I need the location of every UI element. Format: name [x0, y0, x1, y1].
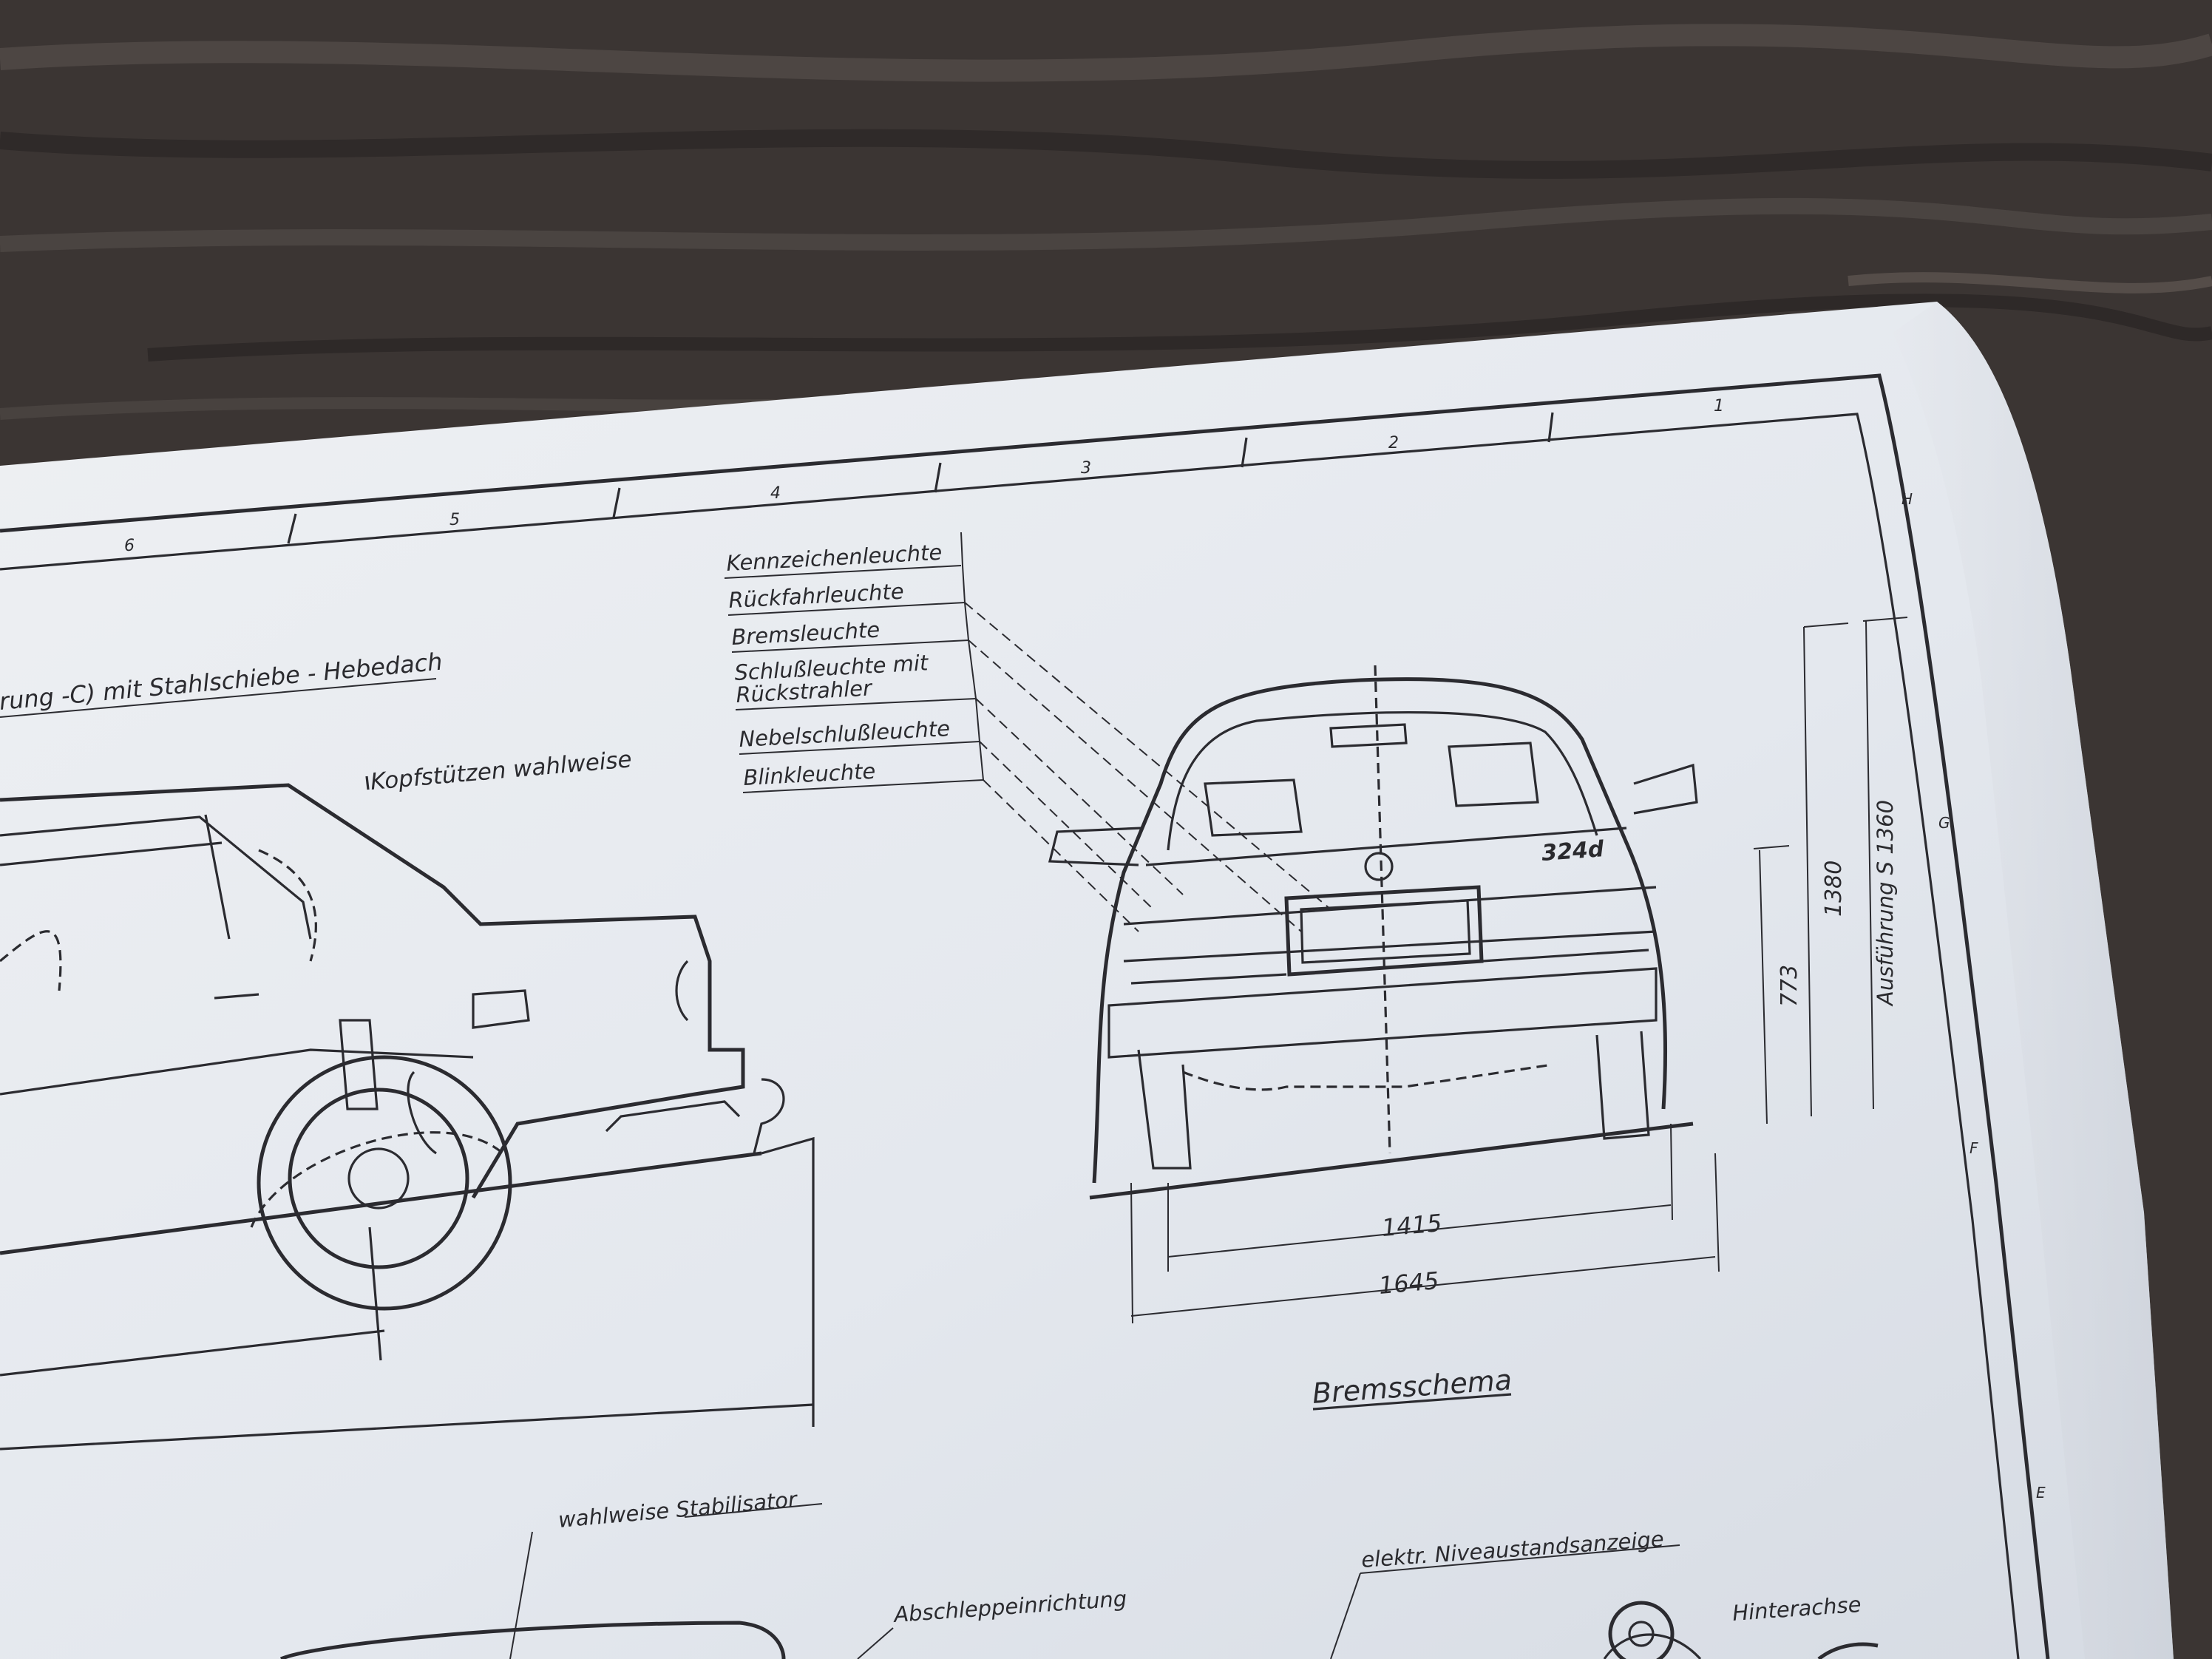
dimension-1415: 1415: [1380, 1209, 1442, 1242]
zone-number-6: 6: [124, 537, 135, 555]
zone-letter-h: H: [1901, 490, 1913, 508]
dimension-1380: 1380: [1821, 861, 1847, 917]
zone-letter-g: G: [1938, 814, 1950, 832]
zone-number-1: 1: [1714, 397, 1724, 415]
header-underline: [0, 678, 437, 718]
zone-numbers: 6 5 4 3 2 1 H G F E: [124, 397, 2046, 1502]
dimension-ausfuehrung-s-1360: Ausführung S 1360: [1873, 800, 1898, 1007]
zone-letter-e: E: [2036, 1484, 2046, 1502]
dimension-1645: 1645: [1377, 1266, 1439, 1300]
drawing-frame: [0, 373, 2050, 1659]
zone-number-2: 2: [1388, 434, 1399, 452]
dimension-lines: 1415 1645 1380 Ausführung S 1360 773: [1130, 617, 1908, 1324]
zone-number-5: 5: [449, 511, 460, 529]
dimension-773: 773: [1777, 965, 1802, 1007]
car-rear-view: 324d: [1048, 665, 1698, 1200]
section-title-underline: [1312, 1393, 1512, 1411]
zone-letter-f: F: [1970, 1139, 1978, 1157]
model-badge: 324d: [1541, 836, 1605, 866]
zone-number-4: 4: [770, 484, 781, 503]
blueprint-paper: [0, 302, 2174, 1659]
zone-number-3: 3: [1081, 459, 1091, 478]
